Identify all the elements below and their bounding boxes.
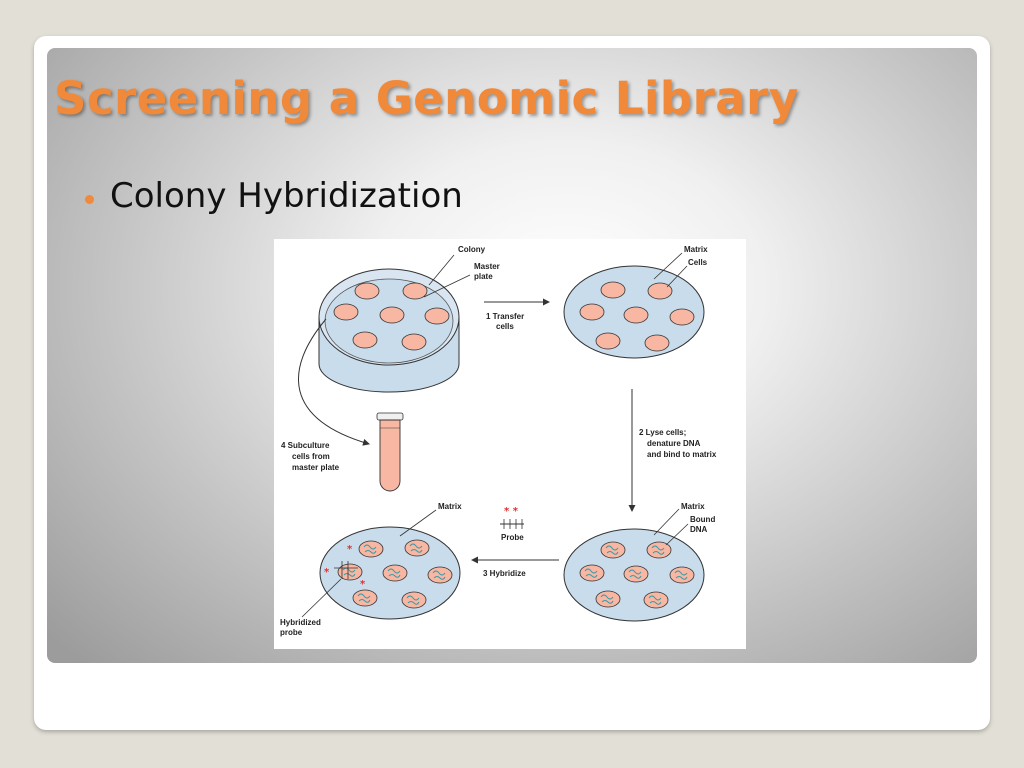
label-step2-line2: denature DNA	[647, 439, 701, 448]
label-hybridized-probe-line2: probe	[280, 628, 303, 637]
label-step2-line1: 2 Lyse cells;	[639, 428, 686, 437]
label-cells: Cells	[688, 258, 708, 267]
label-master-plate-line1: Master	[474, 262, 500, 271]
label-step3: 3 Hybridize	[483, 569, 526, 578]
label-hybridized-probe-line1: Hybridized	[280, 618, 321, 627]
matrix-with-cells	[563, 265, 705, 359]
svg-text:* *: * *	[504, 506, 519, 517]
label-step4-line2: cells from	[292, 452, 330, 461]
label-matrix-top: Matrix	[684, 245, 708, 254]
slide-title: Screening a Genomic Library	[54, 72, 799, 125]
bullet-marker	[85, 195, 94, 204]
label-step1-line2: cells	[496, 322, 514, 331]
matrix-with-hybridized-probe: * * *	[319, 526, 461, 620]
label-bound-dna-line1: Bound	[690, 515, 715, 524]
master-plate	[318, 268, 460, 393]
svg-text:*: *	[324, 567, 330, 578]
label-step1-line1: 1 Transfer	[486, 312, 524, 321]
label-probe: Probe	[501, 533, 524, 542]
label-step2-line3: and bind to matrix	[647, 450, 717, 459]
label-master-plate-line2: plate	[474, 272, 493, 281]
probe-symbol: * *	[500, 506, 524, 529]
svg-text:*: *	[360, 579, 366, 590]
label-bound-dna-line2: DNA	[690, 525, 708, 534]
test-tube	[376, 412, 404, 492]
diagram-svg: Colony Master plate 1 Transfer cells Mat…	[280, 245, 717, 637]
label-step4-line1: 4 Subculture	[281, 441, 330, 450]
colony-hybridization-figure: Colony Master plate 1 Transfer cells Mat…	[274, 239, 746, 649]
label-matrix-bottom-left: Matrix	[438, 502, 462, 511]
label-step4-line3: master plate	[292, 463, 340, 472]
label-colony: Colony	[458, 245, 486, 254]
label-matrix-bottom-right: Matrix	[681, 502, 705, 511]
matrix-with-bound-dna	[563, 528, 705, 622]
svg-text:*: *	[347, 544, 353, 555]
bullet-text: Colony Hybridization	[110, 176, 463, 216]
